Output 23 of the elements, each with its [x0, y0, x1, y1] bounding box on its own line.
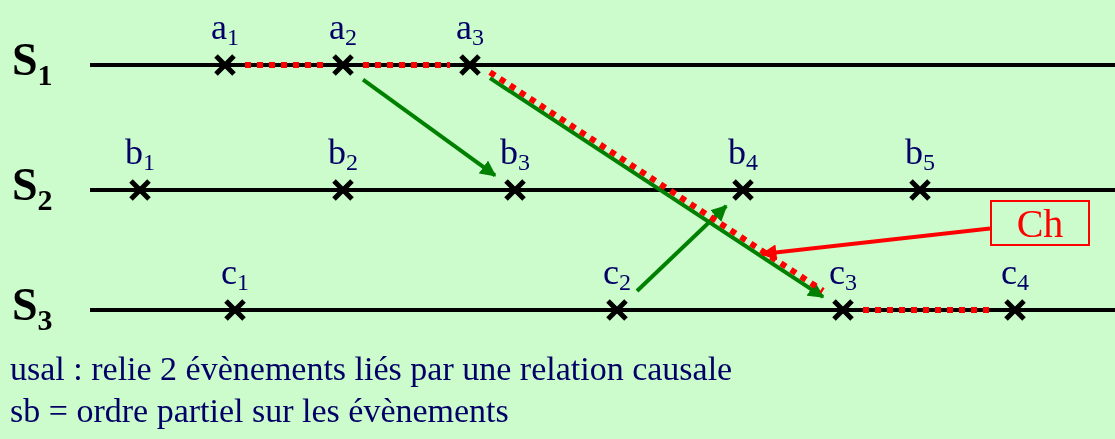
note-text: usal : relie 2 évènements liés par une relation causale — [10, 350, 733, 388]
causal-path-line — [245, 62, 323, 68]
causal-path-line — [363, 62, 450, 68]
message-arrow — [635, 204, 728, 293]
event-label: b$_{5}$ — [904, 132, 936, 172]
process-label: S$_{1}$ — [12, 35, 53, 85]
callout-box: Ch — [990, 200, 1090, 246]
message-arrow — [361, 77, 497, 178]
event-label: c$_{1}$ — [220, 252, 250, 292]
event-label: b$_{2}$ — [327, 132, 359, 172]
event-label: c$_{4}$ — [1000, 252, 1030, 292]
note-text: sb = ordre partiel sur les évènements — [10, 392, 509, 430]
event-label: a$_{3}$ — [455, 7, 485, 47]
leader-line — [760, 226, 991, 261]
process-label: S$_{2}$ — [12, 160, 53, 210]
event-label: a$_{1}$ — [210, 7, 240, 47]
event-label: b$_{3}$ — [499, 132, 531, 172]
event-label: a$_{2}$ — [328, 7, 358, 47]
event-label: c$_{2}$ — [602, 252, 632, 292]
process-label: S$_{3}$ — [12, 280, 53, 330]
event-label: c$_{3}$ — [828, 252, 858, 292]
event-label: b$_{1}$ — [124, 132, 156, 172]
event-label: b$_{4}$ — [727, 132, 759, 172]
